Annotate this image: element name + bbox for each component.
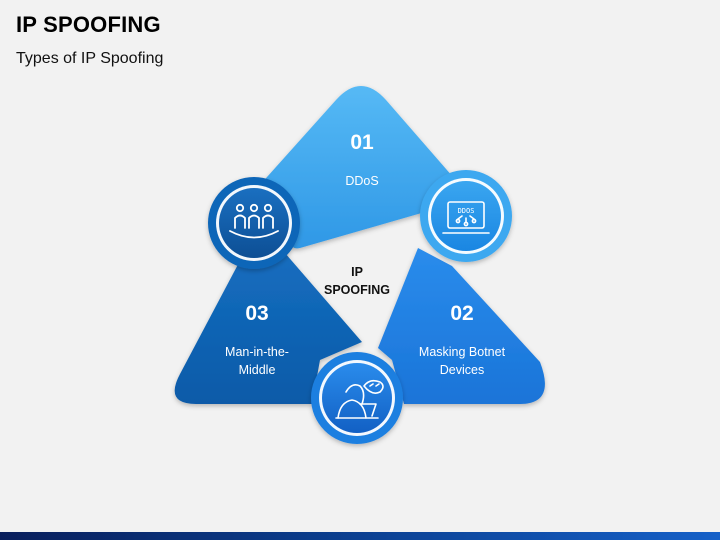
- center-label-line1: IP: [351, 265, 363, 279]
- segment-01-label: DDoS: [345, 174, 378, 188]
- center-label-line2: SPOOFING: [324, 283, 390, 297]
- page-subtitle: Types of IP Spoofing: [16, 50, 164, 67]
- segment-03-label-line2: Middle: [239, 363, 276, 377]
- footer-bar: [0, 532, 720, 540]
- segment-03: 03 Man-in-the- Middle: [174, 233, 362, 404]
- ddos-laptop-icon: [442, 201, 490, 234]
- people-group-icon: [229, 203, 279, 239]
- segment-02-shape: [378, 248, 545, 404]
- hacker-circle: [311, 352, 403, 444]
- segment-02-label-line1: Masking Botnet: [419, 345, 506, 359]
- segment-02: 02 Masking Botnet Devices: [378, 248, 545, 404]
- segment-02-label-line2: Devices: [440, 363, 484, 377]
- segment-02-number: 02: [450, 302, 473, 325]
- segment-03-label-line1: Man-in-the-: [225, 345, 289, 359]
- segment-03-shape: [174, 233, 362, 404]
- page-title: IP SPOOFING: [16, 12, 161, 37]
- segment-01-number: 01: [350, 131, 374, 154]
- hacker-icon: [335, 379, 384, 419]
- people-circle: [208, 177, 300, 269]
- ddos-icon-text: DDOS: [458, 207, 475, 215]
- ddos-circle: DDOS: [420, 170, 512, 262]
- segment-03-number: 03: [245, 302, 268, 325]
